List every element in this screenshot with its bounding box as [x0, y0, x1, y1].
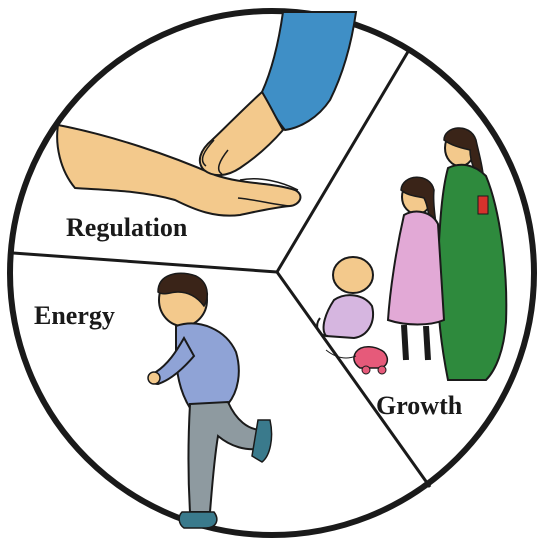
- divider-line: [12, 251, 278, 274]
- label-regulation: Regulation: [66, 213, 188, 242]
- family-illustration: [316, 127, 508, 381]
- hand-pulse-illustration: [56, 11, 358, 217]
- divider-line: [275, 271, 432, 488]
- label-growth: Growth: [376, 391, 463, 420]
- boy-running-illustration: [147, 272, 273, 529]
- divider-line: [275, 49, 411, 273]
- label-energy: Energy: [34, 301, 115, 330]
